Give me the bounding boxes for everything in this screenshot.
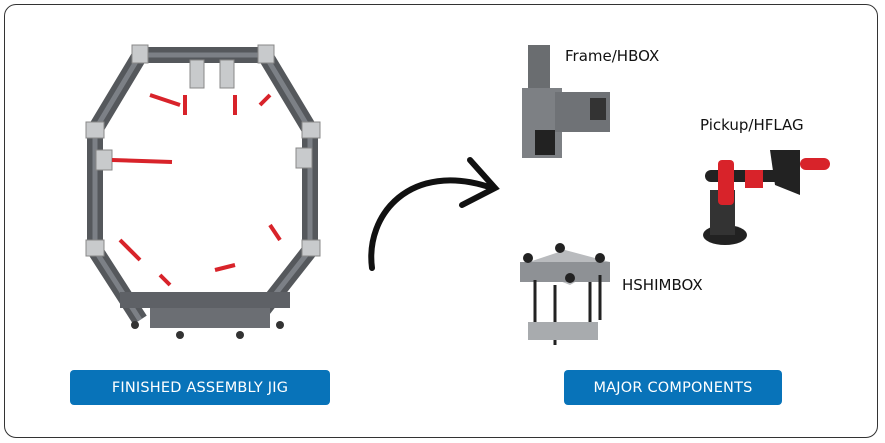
component-label-hbox: Frame/HBOX [565,47,660,65]
component-label-hshimbox: HSHIMBOX [622,276,703,294]
arrow-icon [368,157,500,271]
component-label-hflag: Pickup/HFLAG [700,116,804,134]
finished-assembly-jig-caption: FINISHED ASSEMBLY JIG [70,370,330,405]
hshimbox-image [520,243,610,345]
hflag-image [703,150,830,245]
assembly-jig-image [85,44,321,339]
major-components-caption: MAJOR COMPONENTS [564,370,782,405]
hbox-image [522,45,610,158]
diagram-frame [4,4,878,438]
